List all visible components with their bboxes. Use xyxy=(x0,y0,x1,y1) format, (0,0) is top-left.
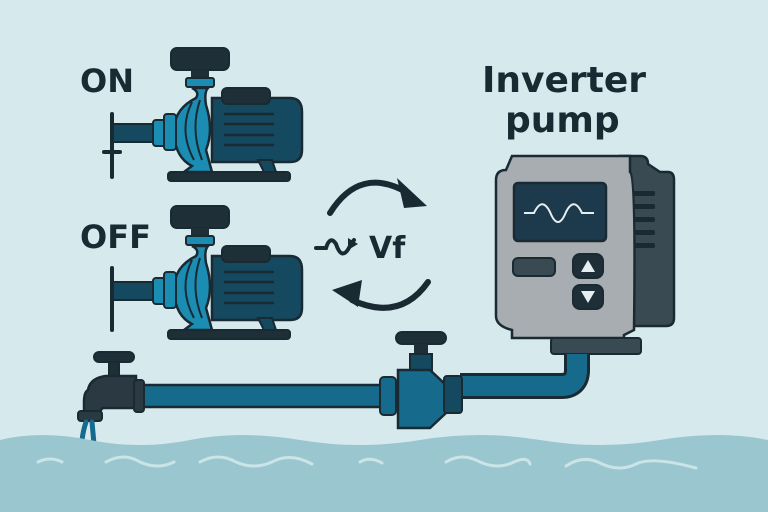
faucet-icon xyxy=(77,351,145,469)
pump-on-icon xyxy=(102,46,304,183)
ac-sine-icon xyxy=(314,238,356,256)
main-pipe xyxy=(138,383,392,409)
title-line1: Inverter xyxy=(482,60,646,101)
inverter-icon xyxy=(494,154,676,355)
outlet-pipe xyxy=(460,354,587,396)
inverter-screen xyxy=(512,181,608,243)
water-icon xyxy=(0,435,768,512)
off-label: OFF xyxy=(80,218,151,256)
pump-off-icon xyxy=(110,204,304,341)
valve-icon xyxy=(379,331,463,430)
vf-label: Vf xyxy=(369,231,406,266)
inverter-menu-button xyxy=(512,257,556,277)
cycle-arrow-icon xyxy=(327,178,431,311)
on-label: ON xyxy=(80,62,134,100)
title-line2: pump xyxy=(505,100,620,141)
